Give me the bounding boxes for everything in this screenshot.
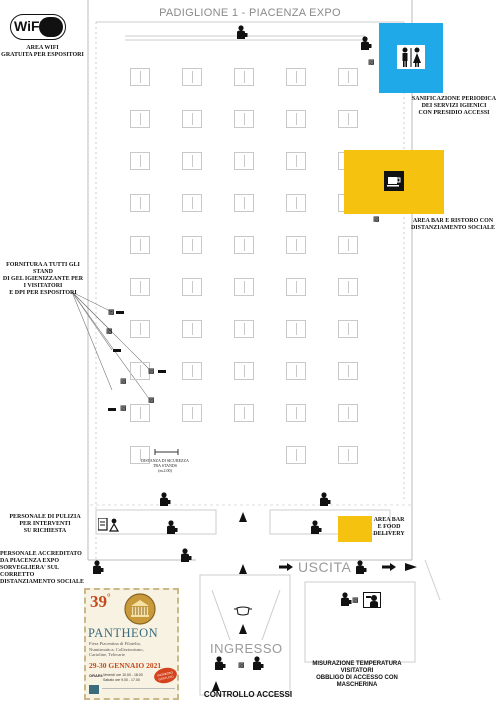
arrow-up-icon	[212, 681, 220, 691]
arrow-right-icon	[279, 563, 293, 571]
sanitizer-bottle-icon: ▩	[148, 368, 155, 375]
staff-person-icon	[320, 492, 331, 506]
poster-edition-number: 39	[90, 592, 107, 611]
bar-food-area	[338, 516, 372, 542]
sanitizer-bottle-icon: ▩	[368, 59, 375, 66]
staff-person-icon	[181, 548, 192, 562]
restroom-label: SANIFICAZIONE PERIODICA DEI SERVIZI IGIE…	[411, 96, 497, 116]
sanitizer-bottle-icon: ▩	[238, 662, 245, 669]
arrow-up-icon	[239, 512, 247, 522]
poster-edition: 39°	[90, 592, 111, 612]
staff-person-icon	[160, 492, 171, 506]
staff-person-icon	[341, 592, 352, 606]
temperature-label: MISURAZIONE TEMPERATURA VISITATORI OBBLI…	[312, 661, 402, 688]
staff-person-icon	[237, 25, 248, 39]
sanitizer-bottle-icon: ▩	[106, 328, 113, 335]
wifi-logo: WiFi	[10, 14, 66, 40]
staff-person-icon	[253, 656, 264, 670]
poster-title: PANTHEON	[88, 626, 159, 640]
staff-person-icon	[215, 656, 226, 670]
temperature-check-icon	[363, 592, 381, 608]
hall-title: PADIGLIONE 1 - PIACENZA EXPO	[159, 7, 341, 19]
poster-footer	[89, 685, 175, 695]
organizer-logo-icon	[89, 685, 99, 694]
access-control-label: CONTROLLO ACCESSI	[203, 690, 293, 699]
restroom-icon	[397, 45, 425, 69]
sanitizer-label: FORNITURA A TUTTI GLI STAND DI GEL IGIEN…	[2, 262, 84, 296]
mask-icon	[108, 408, 116, 411]
distance-note: DISTANZA DI SICUREZZA TRA STANDS (m.2.00…	[141, 458, 189, 473]
staff-person-icon	[311, 520, 322, 534]
sanitizer-bottle-icon: ▩	[108, 309, 115, 316]
wifi-icon	[10, 14, 66, 40]
cleaning-label: PERSONALE DI PULIZIA PER INTERVENTI SU R…	[9, 514, 81, 534]
bar-area-main	[344, 150, 444, 214]
wifi-logo-text: WiFi	[14, 18, 44, 34]
staff-person-icon	[361, 36, 372, 50]
mask-icon	[116, 311, 124, 314]
restroom-area	[379, 23, 443, 93]
poster-subtitle: Fiera Piacentina di Filatelia, Numismati…	[89, 641, 144, 658]
poster-edition-suffix: °	[107, 592, 111, 602]
poster-dates: 29-30 GENNAIO 2021	[89, 661, 162, 670]
arrow-right-icon	[382, 563, 396, 571]
cleaning-staff-icon	[98, 518, 120, 532]
sanitizer-bottle-icon: ▩	[352, 597, 359, 604]
face-mask-icon	[234, 606, 252, 616]
staff-person-icon	[356, 560, 367, 574]
exit-label: USCITA	[298, 559, 352, 575]
pantheon-coin-icon	[124, 593, 156, 625]
sanitizer-bottle-icon: ▩	[120, 378, 127, 385]
staff-label: PERSONALE ACCREDITATO DA PIACENZA EXPO S…	[0, 551, 84, 585]
wifi-label: AREA WIFI GRATUITA PER ESPOSITORI	[1, 45, 84, 58]
coffee-cup-icon	[384, 171, 404, 191]
poster-hours-title: ORARI:	[89, 673, 104, 678]
bar-main-label: AREA BAR E RISTORO CON DISTANZIAMENTO SO…	[411, 218, 495, 231]
sanitizer-bottle-icon: ▩	[148, 397, 155, 404]
staff-person-icon	[93, 560, 104, 574]
mask-icon	[113, 349, 121, 352]
event-poster: 39° PANTHEON Fiera Piacentina di Filatel…	[84, 588, 179, 700]
entrance-label: INGRESSO	[210, 641, 283, 656]
poster-footer-rule	[102, 688, 175, 695]
staff-person-icon	[167, 520, 178, 534]
bar-food-label: AREA BAR E FOOD DELIVERY	[373, 517, 405, 537]
poster-hours: Venerdì ore 10.00 - 18.00 Sabato ore 9.0…	[103, 673, 143, 682]
arrow-up-icon	[239, 624, 247, 634]
sanitizer-bottle-icon: ▩	[373, 216, 380, 223]
mask-icon	[158, 370, 166, 373]
arrow-right-icon	[405, 563, 417, 571]
arrow-up-icon	[239, 564, 247, 574]
sanitizer-bottle-icon: ▩	[120, 405, 127, 412]
